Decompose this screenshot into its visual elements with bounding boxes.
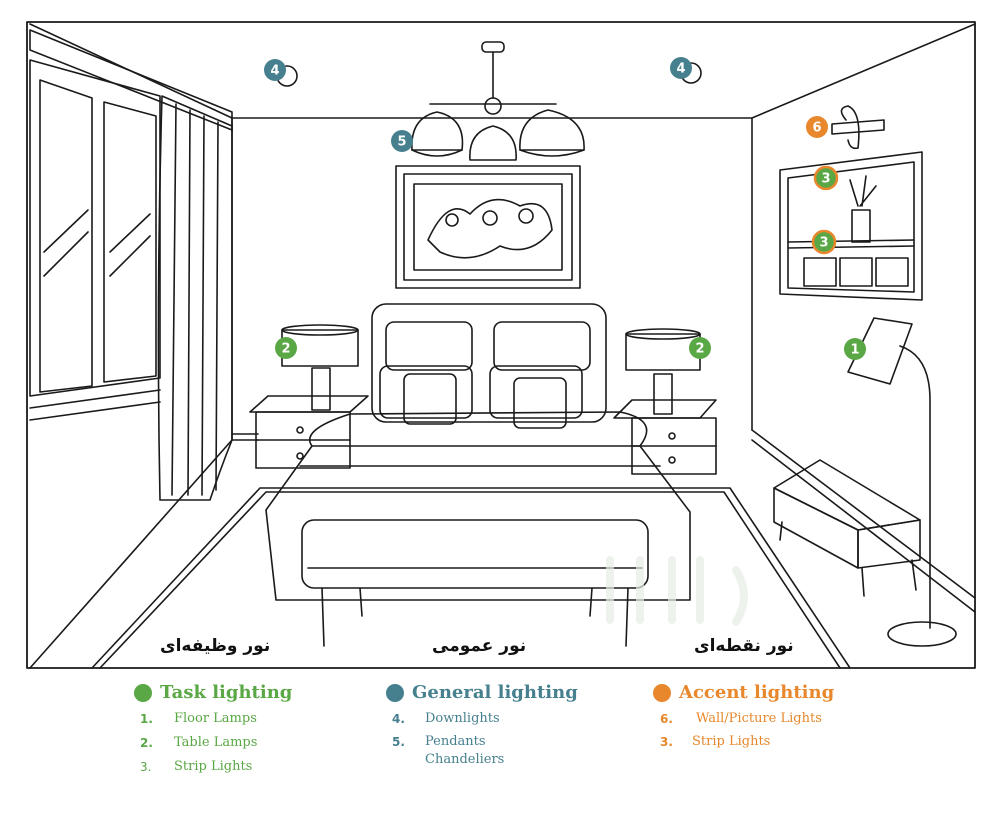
floor-lamp [847,317,957,647]
zone-label-general: نور عمومی [432,636,527,656]
legend-general: General lighting [386,682,578,703]
marker-number: 3 [819,236,828,251]
legend-accent-item-2-num: 3. [660,735,673,749]
marker-number: 1 [850,343,859,358]
legend-task-item-3-label: Strip Lights [174,759,253,774]
marker-number: 2 [695,342,704,357]
table-lamp-left [281,324,359,411]
marker-number: 6 [812,121,821,136]
marker-6-badge: 6 [806,116,828,138]
side-bench [773,459,921,597]
legend-general-item-1-num: 4. [392,712,405,726]
marker-4-badge: 4 [670,57,692,79]
window [29,29,233,421]
curtain [157,95,233,501]
zone-label-task: نور وظیفه‌ای [160,636,271,656]
teal-dot-icon [386,683,404,702]
marker-number: 4 [270,64,279,79]
marker-3-badge: 3 [811,229,837,255]
rug [91,487,851,669]
zone-label-accent: نور نقطه‌ای [694,636,794,656]
legend-accent-item-1-label: Wall/Picture Lights [696,711,822,726]
legend-general-item-2-num: 5. [392,735,405,749]
wall-picture [395,165,581,289]
wall-shelf [779,151,923,301]
watermark [606,556,748,626]
legend-task-item-1-num: 1. [140,712,153,726]
legend-task-item-3-num: 3. [140,760,152,774]
legend-task: Task lighting [134,682,292,703]
legend-task-title: Task lighting [160,682,293,703]
marker-2-badge: 2 [689,337,711,359]
table-lamp-right [625,328,701,415]
legend-general-header: General lighting [386,682,578,703]
legend-general-item-1-label: Downlights [425,711,500,726]
marker-1-badge: 1 [844,338,866,360]
marker-5-badge: 5 [391,130,413,152]
legend-task-item-1-label: Floor Lamps [174,711,257,726]
green-dot-icon [134,683,152,702]
bedroom-illustration: 4 4 5 6 3 3 2 2 1 [26,21,976,669]
legend-general-item-3-label: Chandeliers [425,752,505,767]
legend-general-item-2-label: Pendants [425,734,486,749]
marker-number: 4 [676,62,685,77]
nightstand-right [613,399,717,475]
room-walls [29,23,976,669]
orange-dot-icon [653,683,671,702]
legend-general-title: General lighting [412,682,578,703]
chandelier [411,41,585,161]
marker-3-badge: 3 [813,165,839,191]
legend-task-header: Task lighting [134,682,292,703]
legend-accent: Accent lighting [653,682,834,703]
marker-number: 5 [397,135,406,150]
picture-light-fixture [831,105,885,150]
nightstand-left [249,395,369,469]
legend-accent-header: Accent lighting [653,682,834,703]
legend-task-item-2-num: 2. [140,736,153,750]
marker-number: 2 [281,342,290,357]
bed-bench [301,519,649,647]
marker-number: 3 [821,172,830,187]
marker-4-badge: 4 [264,59,286,81]
illustration-frame [26,21,976,669]
legend-accent-item-1-num: 6. [660,712,673,726]
marker-2-badge: 2 [275,337,297,359]
legend-task-item-2-label: Table Lamps [174,735,258,750]
legend-accent-title: Accent lighting [679,682,835,703]
legend-accent-item-2-label: Strip Lights [692,734,771,749]
